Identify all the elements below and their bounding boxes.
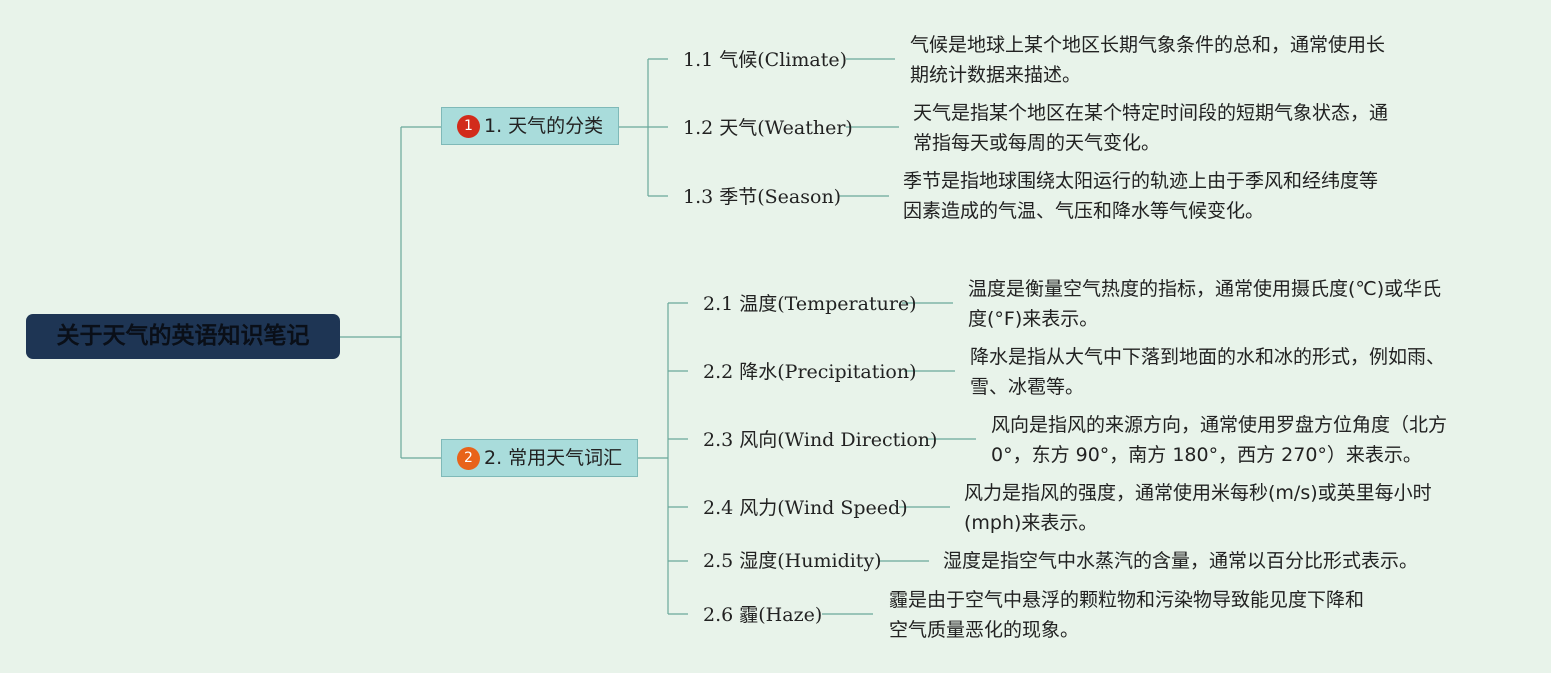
note-line: 降水是指从大气中下落到地面的水和冰的形式，例如雨、 [970,346,1446,368]
note-line: 空气质量恶化的现象。 [889,619,1080,641]
note-humidity[interactable]: 湿度是指空气中水蒸汽的含量，通常以百分比形式表示。 [943,546,1418,576]
note-line: 温度是衡量空气热度的指标，通常使用摄氏度(℃)或华氏 [968,278,1442,300]
root-title: 关于天气的英语知识笔记 [56,323,310,349]
note-haze[interactable]: 霾是由于空气中悬浮的颗粒物和污染物导致能见度下降和 空气质量恶化的现象。 [889,585,1364,645]
note-line: 天气是指某个地区在某个特定时间段的短期气象状态，通 [913,102,1389,124]
note-line: 湿度是指空气中水蒸汽的含量，通常以百分比形式表示。 [943,550,1419,572]
note-line: 常指每天或每周的天气变化。 [913,132,1161,154]
branch-label: 1. 天气的分类 [484,115,604,137]
branch-1-connector [619,58,668,197]
subtopic-weather[interactable]: 1.2 天气(Weather) [683,117,853,139]
note-wind-speed[interactable]: 风力是指风的强度，通常使用米每秒(m/s)或英里每小时 (mph)来表示。 [964,478,1432,538]
root-topic[interactable]: 关于天气的英语知识笔记 [26,314,340,359]
note-line: 度(°F)来表示。 [968,308,1099,330]
note-temperature[interactable]: 温度是衡量空气热度的指标，通常使用摄氏度(℃)或华氏 度(°F)来表示。 [968,274,1441,334]
note-line: 0°，东方 90°，南方 180°，西方 270°）来表示。 [991,444,1422,466]
note-line: 风向是指风的来源方向，通常使用罗盘方位角度（北方 [991,414,1448,436]
note-line: 雪、冰雹等。 [970,376,1085,398]
subtopic-climate[interactable]: 1.1 气候(Climate) [683,49,847,71]
note-season[interactable]: 季节是指地球围绕太阳运行的轨迹上由于季风和经纬度等 因素造成的气温、气压和降水等… [903,166,1378,226]
subtopic-precipitation[interactable]: 2.2 降水(Precipitation) [703,361,917,383]
branch-topic-2[interactable]: 2 2. 常用天气词汇 [441,439,638,477]
note-precipitation[interactable]: 降水是指从大气中下落到地面的水和冰的形式，例如雨、 雪、冰雹等。 [970,342,1445,402]
note-line: 风力是指风的强度，通常使用米每秒(m/s)或英里每小时 [964,482,1432,504]
subtopic-wind-direction[interactable]: 2.3 风向(Wind Direction) [703,429,938,451]
subtopic-wind-speed[interactable]: 2.4 风力(Wind Speed) [703,497,908,519]
priority-1-badge-icon: 1 [457,114,480,138]
root-connector [340,126,441,459]
subtopic-haze[interactable]: 2.6 霾(Haze) [703,604,823,626]
note-climate[interactable]: 气候是地球上某个地区长期气象条件的总和，通常使用长 期统计数据来描述。 [910,30,1385,90]
priority-2-badge-icon: 2 [457,446,480,470]
note-wind-direction[interactable]: 风向是指风的来源方向，通常使用罗盘方位角度（北方 0°，东方 90°，南方 18… [991,410,1447,470]
note-line: 期统计数据来描述。 [910,64,1082,86]
note-line: 霾是由于空气中悬浮的颗粒物和污染物导致能见度下降和 [889,589,1365,611]
note-line: 季节是指地球围绕太阳运行的轨迹上由于季风和经纬度等 [903,170,1379,192]
note-weather[interactable]: 天气是指某个地区在某个特定时间段的短期气象状态，通 常指每天或每周的天气变化。 [913,98,1388,158]
note-line: 气候是地球上某个地区长期气象条件的总和，通常使用长 [910,34,1386,56]
subtopic-temperature[interactable]: 2.1 温度(Temperature) [703,293,917,315]
branch-2-connector [638,302,688,615]
subtopic-humidity[interactable]: 2.5 湿度(Humidity) [703,550,882,572]
note-line: (mph)来表示。 [964,512,1098,534]
note-line: 因素造成的气温、气压和降水等气候变化。 [903,200,1265,222]
branch-topic-1[interactable]: 1 1. 天气的分类 [441,107,619,145]
subtopic-season[interactable]: 1.3 季节(Season) [683,186,842,208]
branch-label: 2. 常用天气词汇 [484,447,623,469]
